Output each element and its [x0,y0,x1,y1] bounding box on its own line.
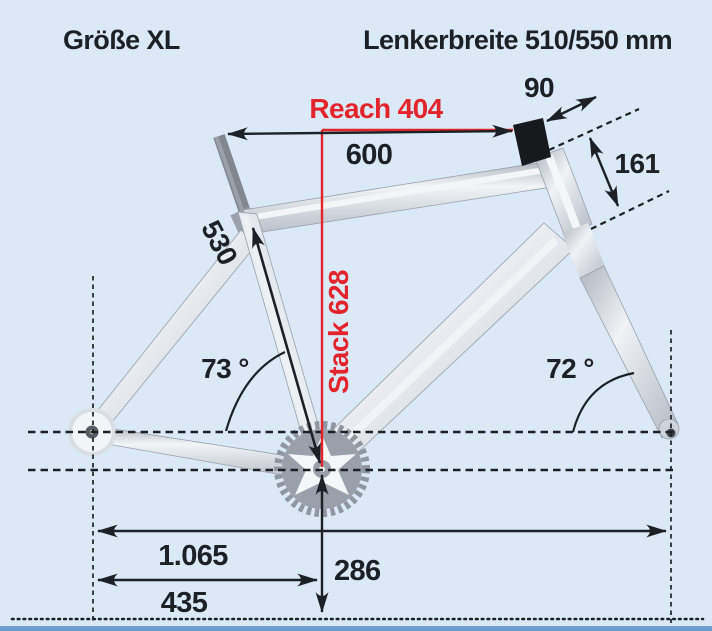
top-tube-arrow [226,124,514,141]
frame-size-label: Größe XL [63,25,180,55]
head-tube-bottom-dashed-line [590,190,670,230]
top-tube-highlight [247,166,552,221]
head-angle-value: 72 ° [546,353,594,384]
seat-angle-arc [224,351,286,432]
wheelbase-value: 1.065 [158,540,228,572]
fork-blade [579,265,679,439]
head-tube-highlight [545,154,581,230]
head-tube-top-dashed-line [548,107,640,152]
fork-crown [562,223,606,282]
labels: Größe XL Lenkerbreite 510/550 mm Reach 4… [63,25,673,619]
top-tube [242,160,559,235]
stem-arrow [546,95,597,123]
bb-height-value: 286 [334,555,381,587]
reach-label: Reach 404 [309,93,443,124]
bike-frame [68,118,680,517]
top-tube-value: 600 [346,139,393,171]
head-angle-arc [571,371,635,433]
bottom-bar [0,626,712,631]
seat-angle-value: 73 ° [201,353,249,384]
seat-tube-arrow [251,226,322,465]
seatpost-highlight [214,136,249,224]
head-tube-value: 161 [615,148,660,179]
stem-spacer-stack [513,118,551,166]
stack-label: Stack 628 [323,270,354,394]
handlebar-width-label: Lenkerbreite 510/550 mm [363,25,672,55]
dimension-lines [10,95,705,623]
chainstay-value: 435 [161,587,208,619]
head-tube-arrow [588,137,620,207]
down-tube-highlight [324,237,559,462]
stem-value: 90 [524,72,554,103]
